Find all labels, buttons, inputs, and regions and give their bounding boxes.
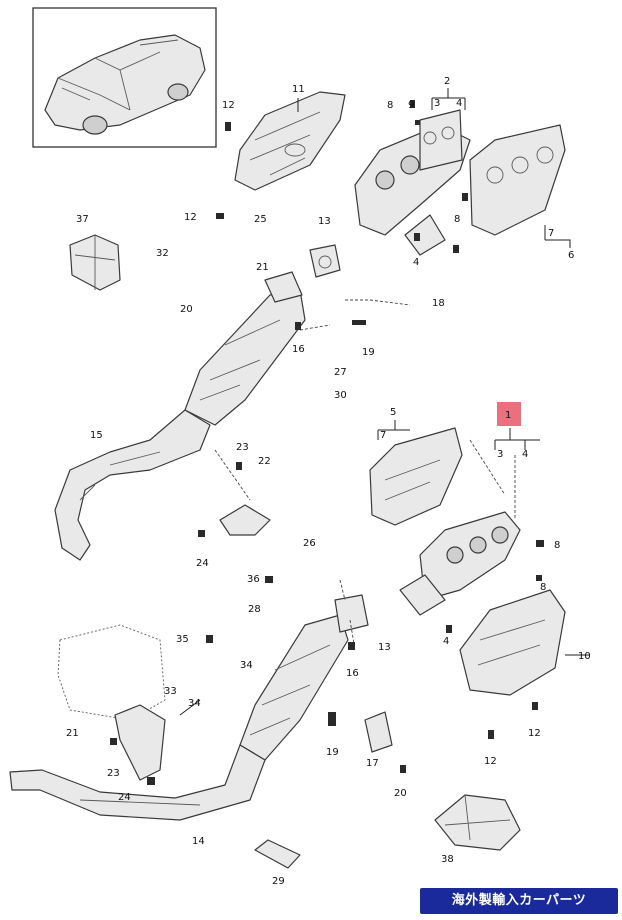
callout-5: 5 bbox=[390, 407, 396, 418]
callout-34-b: 34 bbox=[188, 698, 201, 709]
callout-14: 14 bbox=[192, 836, 205, 847]
callout-24-b: 24 bbox=[118, 792, 131, 803]
part-bracket-21 bbox=[114, 704, 166, 781]
callout-22: 22 bbox=[258, 456, 271, 467]
callout-13-b: 13 bbox=[378, 642, 391, 653]
part-exhaust-pipe-lower bbox=[9, 744, 266, 821]
callout-labels: 2 3 4 5 6 7 7 8 8 9 10 11 12 12 12 12 13… bbox=[66, 76, 591, 887]
part-heat-shield-upper bbox=[234, 91, 346, 191]
callout-15: 15 bbox=[90, 430, 103, 441]
callout-29: 29 bbox=[272, 876, 285, 887]
part-catalytic-converter-upper bbox=[184, 271, 306, 426]
part-engine-block bbox=[57, 624, 166, 721]
callout-24-a: 24 bbox=[196, 558, 209, 569]
part-heat-shield-lower bbox=[459, 589, 566, 696]
part-heat-shield-upper-right bbox=[469, 124, 566, 236]
callout-18: 18 bbox=[432, 298, 445, 309]
callout-30: 30 bbox=[334, 390, 347, 401]
highlighted-part-marker bbox=[497, 402, 521, 426]
callout-34-a: 34 bbox=[240, 660, 253, 671]
part-hanger-22 bbox=[219, 504, 271, 536]
part-exhaust-pipe-upper bbox=[54, 409, 211, 561]
callout-19-b: 19 bbox=[326, 747, 339, 758]
vehicle-inset bbox=[32, 7, 217, 148]
callout-16-a: 16 bbox=[292, 344, 305, 355]
callout-35: 35 bbox=[176, 634, 189, 645]
part-flange-upper bbox=[309, 244, 341, 278]
callout-19-a: 19 bbox=[362, 347, 375, 358]
callout-4-lower-bolt: 4 bbox=[443, 636, 449, 647]
callout-12-a: 12 bbox=[222, 100, 235, 111]
part-catalytic-converter-lower bbox=[239, 594, 369, 761]
callout-8-c: 8 bbox=[454, 214, 460, 225]
part-heat-shield-lower-right bbox=[369, 427, 463, 526]
watermark-banner: 海外製輸入カーパーツ bbox=[420, 888, 618, 914]
callout-36: 36 bbox=[247, 574, 260, 585]
part-exhaust-manifold-lower bbox=[399, 511, 521, 616]
part-bracket-38 bbox=[434, 794, 521, 851]
callout-23-a: 23 bbox=[236, 442, 249, 453]
callout-9: 9 bbox=[408, 100, 414, 111]
callout-1: 1 bbox=[505, 410, 511, 421]
callout-27: 27 bbox=[334, 367, 347, 378]
callout-17: 17 bbox=[366, 758, 379, 769]
callout-16-b: 16 bbox=[346, 668, 359, 679]
callout-21-a: 21 bbox=[256, 262, 269, 273]
callout-33: 33 bbox=[164, 686, 177, 697]
part-bracket-37 bbox=[69, 234, 121, 291]
callout-26: 26 bbox=[303, 538, 316, 549]
callout-7-upper: 7 bbox=[548, 228, 554, 239]
callout-20-a: 20 bbox=[180, 304, 193, 315]
callout-8-d: 8 bbox=[540, 582, 546, 593]
callout-28: 28 bbox=[248, 604, 261, 615]
callout-32: 32 bbox=[156, 248, 169, 259]
callout-20-b: 20 bbox=[394, 788, 407, 799]
callout-38: 38 bbox=[441, 854, 454, 865]
part-exhaust-manifold-upper bbox=[354, 109, 471, 256]
callout-25: 25 bbox=[254, 214, 267, 225]
part-shield-29 bbox=[254, 839, 301, 869]
callout-10: 10 bbox=[578, 651, 591, 662]
fasteners bbox=[110, 100, 544, 785]
callout-4: 4 bbox=[456, 98, 462, 109]
part-bracket-17 bbox=[364, 711, 393, 753]
callout-6: 6 bbox=[568, 250, 574, 261]
callout-13-a: 13 bbox=[318, 216, 331, 227]
callout-8-a: 8 bbox=[387, 100, 393, 111]
callout-4-lower: 4 bbox=[522, 449, 528, 460]
callout-2: 2 bbox=[444, 76, 450, 87]
callout-8-b: 8 bbox=[554, 540, 560, 551]
callout-12-d: 12 bbox=[528, 728, 541, 739]
callout-4-upper-bolt: 4 bbox=[413, 257, 419, 268]
callout-7-lower: 7 bbox=[380, 430, 386, 441]
callout-37: 37 bbox=[76, 214, 89, 225]
callout-21-b: 21 bbox=[66, 728, 79, 739]
callout-3: 3 bbox=[434, 98, 440, 109]
callout-23-b: 23 bbox=[107, 768, 120, 779]
callout-12-c: 12 bbox=[484, 756, 497, 767]
callout-12-b: 12 bbox=[184, 212, 197, 223]
callout-3-lower: 3 bbox=[497, 449, 503, 460]
callout-11: 11 bbox=[292, 84, 305, 95]
